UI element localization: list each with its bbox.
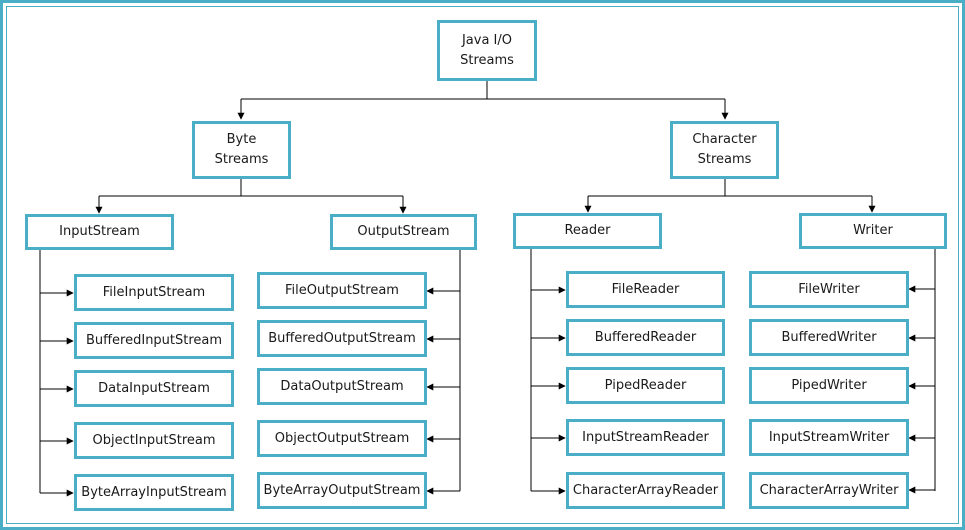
characterarraywriter-node: CharacterArrayWriter [749,472,909,509]
character-streams-connector [588,179,872,197]
datainputstream-node: DataInputStream [74,370,234,407]
bufferedinputstream-node: BufferedInputStream [74,322,234,359]
bufferedwriter-node: BufferedWriter [749,319,909,356]
byte-streams-connector [99,179,403,197]
dataoutputstream-node: DataOutputStream [257,368,427,405]
java-io-streams-line1: Java I/O [461,32,513,48]
filewriter-node: FileWriter [749,271,909,308]
character-streams-line2: Streams [697,152,752,167]
fileoutputstream-node: FileOutputStream [257,272,427,309]
bufferedoutputstream-node: BufferedOutputStream [257,320,427,357]
java-io-streams-node: Java I/O Streams [437,20,537,81]
objectoutputstream-node: ObjectOutputStream [257,420,427,457]
inputstream-node: InputStream [25,214,174,250]
byte-streams-line1: Byte [226,132,257,147]
characterarrayreader-node: CharacterArrayReader [566,472,725,509]
inputstreamreader-node: InputStreamReader [566,419,725,456]
pipedreader-node: PipedReader [566,367,725,404]
bytearrayinputstream-node: ByteArrayInputStream [74,474,234,511]
objectinputstream-node: ObjectInputStream [74,422,234,459]
character-streams-line1: Character [692,132,757,147]
bufferedreader-node: BufferedReader [566,319,725,356]
connector-lines [39,81,936,497]
pipedwriter-node: PipedWriter [749,367,909,404]
fileinputstream-node: FileInputStream [74,274,234,311]
root-connector [241,81,725,100]
reader-node: Reader [513,213,662,249]
java-io-streams-line2: Streams [460,52,514,68]
writer-node: Writer [799,213,947,249]
bytearrayoutputstream-node: ByteArrayOutputStream [257,472,427,509]
outputstream-node: OutputStream [330,214,477,250]
inputstreamwriter-node: InputStreamWriter [749,419,909,456]
byte-streams-line2: Streams [214,152,269,167]
filereader-node: FileReader [566,271,725,308]
